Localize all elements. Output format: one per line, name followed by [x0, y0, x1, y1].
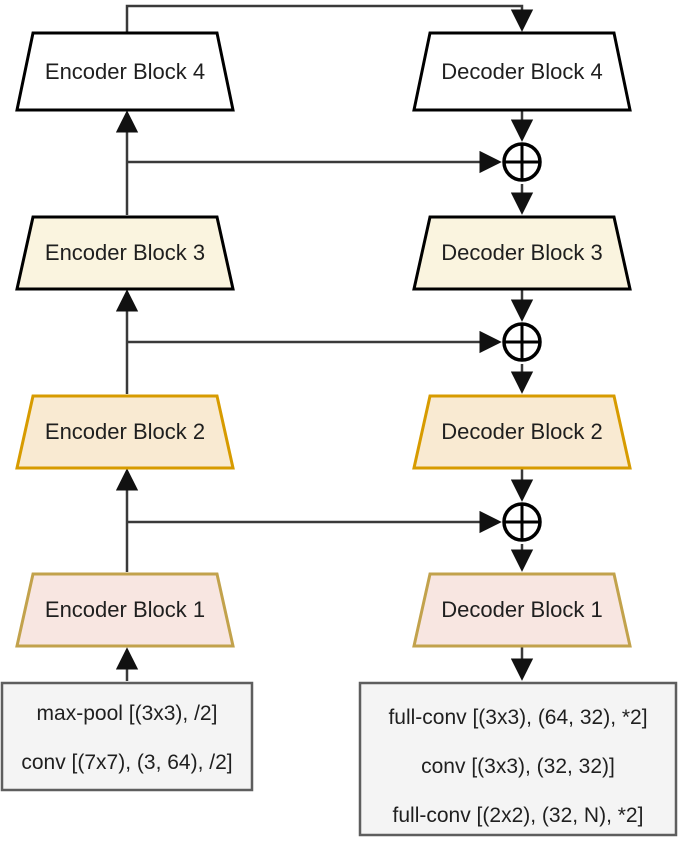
sum-operator-level2	[502, 322, 542, 362]
decoder-block-1-label: Decoder Block 1	[441, 597, 602, 622]
decoder-block-1-shape	[412, 572, 632, 648]
decoder-block-4-shape	[412, 31, 632, 112]
sum-operator-level3	[502, 142, 542, 182]
encoder-stem-line-1: max-pool [(3x3), /2]	[37, 702, 218, 725]
decoder-block-3-shape	[412, 215, 632, 291]
decoder-block-4-label: Decoder Block 4	[441, 59, 602, 84]
plus-cross-icon	[504, 504, 540, 540]
encoder-stem-box	[0, 681, 254, 792]
encoder-block-2-label: Encoder Block 2	[45, 419, 205, 444]
encoder-block-4-shape	[15, 31, 235, 112]
decoder-head-box	[358, 681, 678, 837]
plus-cross-icon	[504, 324, 540, 360]
encoder-block-1-label: Encoder Block 1	[45, 597, 205, 622]
encoder-block-2-shape	[15, 394, 235, 470]
encoder-stem-line-2: conv [(7x7), (3, 64), /2]	[21, 751, 232, 774]
decoder-block-2-label: Decoder Block 2	[441, 419, 602, 444]
decoder-head-line-3: full-conv [(2x2), (32, N), *2]	[393, 804, 644, 827]
decoder-block-3-label: Decoder Block 3	[441, 240, 602, 265]
encoder-block-3-shape	[15, 215, 235, 291]
decoder-head-line-1: full-conv [(3x3), (64, 32), *2]	[388, 706, 647, 729]
encoder-block-3-label: Encoder Block 3	[45, 240, 205, 265]
encoder-block-1-shape	[15, 572, 235, 648]
decoder-block-2-shape	[412, 394, 632, 470]
top-bridge-arrow	[125, 4, 534, 33]
decoder-head-line-2: conv [(3x3), (32, 32)]	[421, 755, 615, 778]
sum-operator-level1	[502, 502, 542, 542]
encoder-block-4-label: Encoder Block 4	[45, 59, 205, 84]
plus-cross-icon	[504, 144, 540, 180]
